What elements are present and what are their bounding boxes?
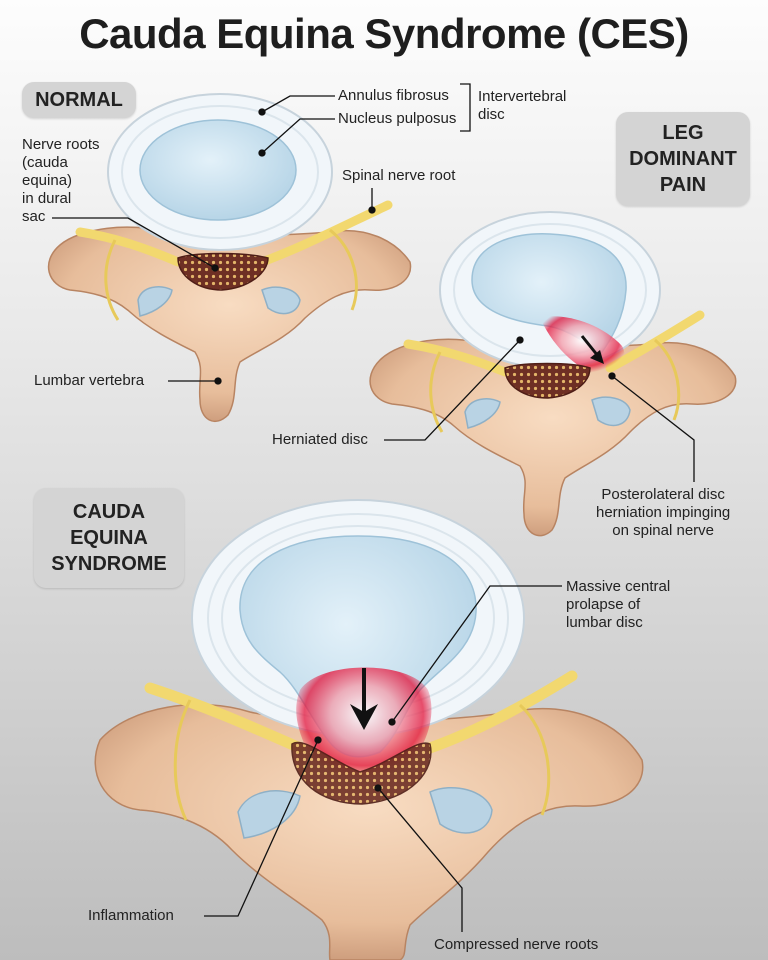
leader-nucleus — [261, 118, 335, 154]
label-inflammation: Inflammation — [88, 907, 174, 924]
label-intervertebral-disc: Intervertebral disc — [478, 88, 567, 123]
ces-nerve-branch — [173, 699, 551, 821]
label-posterolateral-herniation: Posterolateral disc herniation impinging… — [596, 486, 731, 539]
leader-intervertebral-bracket — [460, 83, 471, 132]
normal-dural-sac — [177, 252, 269, 291]
panel-badge-leg-dominant-pain: LEG DOMINANT PAIN — [616, 112, 750, 206]
leg-pain-vertebra — [369, 211, 737, 537]
leg-herniation-arrow — [580, 335, 600, 357]
leader-spinal-nerve-root-dot — [368, 206, 376, 214]
leader-inflammation — [204, 739, 319, 917]
ces-dural-sac — [291, 741, 432, 805]
leg-herniation-arrow-head — [590, 350, 604, 364]
normal-disc-nucleus — [139, 119, 297, 221]
normal-foramen-right — [261, 286, 301, 315]
leader-herniated-disc — [384, 339, 521, 441]
leader-herniated-disc-dot — [516, 336, 524, 344]
leg-nerve-left — [403, 339, 510, 377]
page-title: Cauda Equina Syndrome (CES) — [79, 10, 689, 57]
normal-foramen-left — [137, 286, 173, 317]
leg-annulus-ring — [453, 223, 647, 357]
leader-nerve-roots-dot — [211, 264, 219, 272]
leader-lumbar-vertebra-dot — [214, 377, 222, 385]
leader-compressed-dot — [374, 784, 382, 792]
leg-dural-sac — [504, 362, 591, 399]
leader-annulus — [261, 95, 335, 113]
ces-nerve-right — [424, 670, 578, 754]
normal-nerve-left — [75, 227, 183, 267]
ces-nerve-left — [144, 682, 306, 754]
label-spinal-nerve-root: Spinal nerve root — [342, 167, 456, 184]
leader-inflammation-dot — [314, 736, 322, 744]
label-lumbar-vertebra: Lumbar vertebra — [34, 372, 145, 389]
leader-nerve-roots — [52, 217, 216, 269]
leg-herniation-inflammation — [540, 316, 625, 377]
leader-compressed — [377, 787, 463, 932]
label-nucleus-pulposus: Nucleus pulposus — [338, 110, 457, 127]
panel-badge-normal: NORMAL — [22, 82, 136, 118]
ces-vertebra — [94, 499, 644, 960]
ces-foramen-right — [429, 787, 493, 834]
normal-vertebra — [47, 93, 412, 422]
label-annulus-fibrosus: Annulus fibrosus — [338, 87, 449, 104]
leader-massive-prolapse — [391, 585, 562, 723]
leader-massive-prolapse-dot — [388, 718, 396, 726]
label-nerve-roots: Nerve roots (cauda equina) in dural sac — [22, 136, 100, 225]
normal-nerve-branch — [104, 228, 358, 321]
label-herniated-disc: Herniated disc — [272, 431, 368, 448]
label-compressed-nerve-roots: Compressed nerve roots — [434, 936, 599, 953]
leader-posterolateral — [611, 375, 695, 482]
leader-posterolateral-dot — [608, 372, 616, 380]
ces-prolapse-arrow-head — [350, 704, 378, 730]
normal-annulus-ring — [121, 105, 319, 239]
leader-lines — [52, 83, 695, 932]
leg-foramen-right — [591, 396, 631, 427]
ces-foramen-left — [237, 790, 301, 839]
leg-foramen-left — [464, 398, 501, 429]
label-massive-central-prolapse: Massive central prolapse of lumbar disc — [566, 578, 671, 631]
leader-nucleus-dot — [258, 149, 266, 157]
leader-annulus-dot — [258, 108, 266, 116]
panel-badge-cauda-equina-syndrome: CAUDA EQUINA SYNDROME — [34, 488, 184, 588]
